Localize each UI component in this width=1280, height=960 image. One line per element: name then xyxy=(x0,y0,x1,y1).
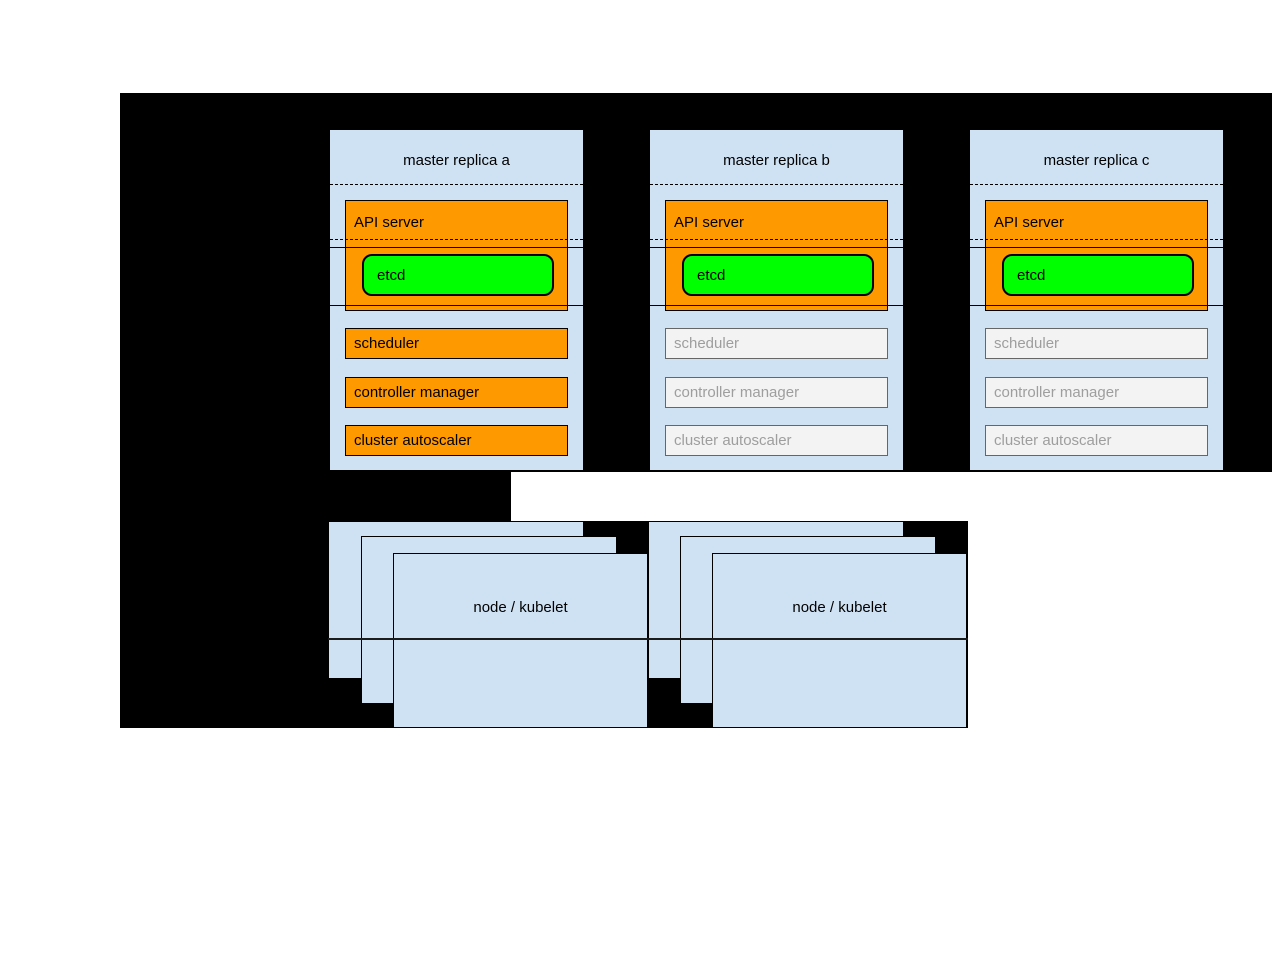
cluster-autoscaler-box: cluster autoscaler xyxy=(665,425,888,456)
divider-dashed-etcd xyxy=(650,239,903,240)
api-server-label: API server xyxy=(354,214,425,231)
etcd-label: etcd xyxy=(1017,266,1046,284)
divider-solid-etcd-top xyxy=(650,247,903,248)
divider-solid-etcd-top xyxy=(330,247,583,248)
node-connector-line xyxy=(328,638,968,640)
divider-solid-etcd-bottom xyxy=(330,305,583,306)
divider-dashed-top xyxy=(970,184,1223,185)
divider-dashed-top xyxy=(650,184,903,185)
api-server-label: API server xyxy=(994,214,1065,231)
node-kubelet-label: node / kubelet xyxy=(473,599,568,616)
master-replica-c-panel: master replica c API server etcd schedul… xyxy=(969,129,1224,471)
api-server-box: API server etcd xyxy=(665,200,888,311)
node-box-front: node / kubelet xyxy=(712,553,967,728)
etcd-box: etcd xyxy=(682,254,874,296)
scheduler-box: scheduler xyxy=(665,328,888,359)
api-server-box: API server etcd xyxy=(345,200,568,311)
controller-manager-box: controller manager xyxy=(985,377,1208,408)
divider-dashed-etcd xyxy=(970,239,1223,240)
controller-manager-box: controller manager xyxy=(345,377,568,408)
divider-solid-etcd-bottom xyxy=(970,305,1223,306)
api-server-box: API server etcd xyxy=(985,200,1208,311)
scheduler-box: scheduler xyxy=(345,328,568,359)
etcd-label: etcd xyxy=(377,266,406,284)
etcd-box: etcd xyxy=(362,254,554,296)
divider-solid-etcd-top xyxy=(970,247,1223,248)
master-replica-b-panel: master replica b API server etcd schedul… xyxy=(649,129,904,471)
api-server-label: API server xyxy=(674,214,745,231)
etcd-label: etcd xyxy=(697,266,726,284)
master-replica-a-panel: master replica a API server etcd schedul… xyxy=(329,129,584,471)
cluster-autoscaler-box: cluster autoscaler xyxy=(345,425,568,456)
divider-dashed-etcd xyxy=(330,239,583,240)
master-title: master replica b xyxy=(723,152,830,169)
node-kubelet-label: node / kubelet xyxy=(792,599,887,616)
scheduler-box: scheduler xyxy=(985,328,1208,359)
divider-solid-etcd-bottom xyxy=(650,305,903,306)
etcd-box: etcd xyxy=(1002,254,1194,296)
controller-manager-box: controller manager xyxy=(665,377,888,408)
divider-dashed-top xyxy=(330,184,583,185)
cluster-autoscaler-box: cluster autoscaler xyxy=(985,425,1208,456)
node-box-front: node / kubelet xyxy=(393,553,648,728)
master-title: master replica a xyxy=(403,152,510,169)
master-title: master replica c xyxy=(1043,152,1150,169)
